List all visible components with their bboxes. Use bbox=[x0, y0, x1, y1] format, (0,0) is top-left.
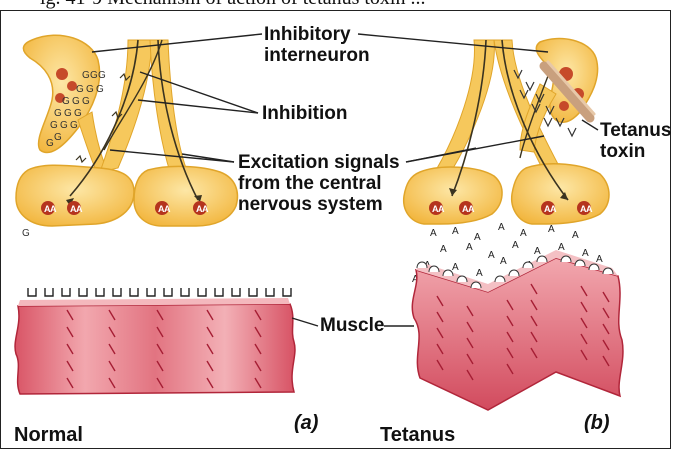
ach-glyph: A bbox=[520, 228, 527, 239]
gaba-glyph: G bbox=[60, 120, 68, 131]
ach-glyph: A bbox=[488, 250, 495, 261]
label-inhibition: Inhibition bbox=[262, 103, 347, 124]
muscle-normal bbox=[15, 288, 295, 394]
panel-a-letter: (a) bbox=[294, 412, 318, 435]
label-inhibitory-interneuron: Inhibitory interneuron bbox=[264, 24, 370, 66]
gaba-glyph: G bbox=[74, 108, 82, 119]
ach-glyph: A bbox=[534, 246, 541, 257]
receptor-cup bbox=[130, 288, 138, 296]
toxin-block-mark bbox=[568, 128, 576, 136]
receptor-bump bbox=[537, 256, 547, 262]
receptor-bump bbox=[603, 268, 613, 274]
label-excitation-signals: Excitation signals from the central nerv… bbox=[238, 152, 400, 215]
ach-glyph: A bbox=[468, 204, 475, 214]
receptor-cup bbox=[79, 288, 87, 296]
ach-glyph: A bbox=[476, 268, 483, 279]
toxin-block-mark bbox=[544, 118, 552, 126]
gaba-glyph: G bbox=[96, 84, 104, 95]
gaba-glyph: G bbox=[82, 70, 90, 81]
receptor-bump bbox=[561, 256, 571, 262]
receptor-bump bbox=[589, 264, 599, 270]
receptor-cup bbox=[232, 288, 240, 296]
receptor-bump bbox=[575, 260, 585, 266]
receptor-bump bbox=[429, 266, 439, 272]
ach-glyph: A bbox=[440, 244, 447, 255]
gaba-glyph: G bbox=[70, 120, 78, 131]
receptor-cup bbox=[113, 288, 121, 296]
receptor-cup bbox=[181, 288, 189, 296]
receptor-cup bbox=[198, 288, 206, 296]
gaba-glyph: G bbox=[62, 96, 70, 107]
receptor-cup bbox=[266, 288, 274, 296]
label-tetanus-toxin: Tetanus toxin bbox=[600, 120, 671, 162]
gaba-glyph: G bbox=[82, 96, 90, 107]
gaba-glyph: G bbox=[22, 228, 30, 239]
muscle-tetanus bbox=[412, 250, 623, 410]
receptor-cup bbox=[164, 288, 172, 296]
receptor-cup bbox=[147, 288, 155, 296]
ach-glyph: A bbox=[586, 204, 593, 214]
receptor-cup bbox=[283, 288, 291, 296]
label-muscle: Muscle bbox=[320, 315, 384, 336]
receptor-cup bbox=[249, 288, 257, 296]
receptor-bump bbox=[457, 276, 467, 282]
ach-glyph: A bbox=[582, 248, 589, 259]
ach-glyph: A bbox=[452, 226, 459, 237]
ach-glyph: A bbox=[438, 204, 445, 214]
receptor-bump bbox=[471, 282, 481, 288]
motor-terminal-right-b bbox=[512, 164, 609, 224]
gaba-glyph: G bbox=[46, 138, 54, 149]
receptor-bump bbox=[417, 262, 427, 268]
gaba-glyph: G bbox=[64, 108, 72, 119]
motor-terminal-left-a bbox=[16, 165, 134, 226]
ach-glyph: A bbox=[164, 204, 171, 214]
receptor-cup bbox=[215, 288, 223, 296]
receptor-bump bbox=[443, 270, 453, 276]
ach-glyph: A bbox=[572, 230, 579, 241]
gaba-glyph: G bbox=[90, 70, 98, 81]
ach-glyph: A bbox=[498, 222, 505, 233]
ach-glyph: A bbox=[430, 228, 437, 239]
gaba-glyph: G bbox=[50, 120, 58, 131]
panel-b-letter: (b) bbox=[584, 412, 610, 435]
ach-glyph: A bbox=[512, 240, 519, 251]
receptor-cup bbox=[62, 288, 70, 296]
receptor-cup bbox=[96, 288, 104, 296]
receptor-bump bbox=[509, 270, 519, 276]
receptor-bump bbox=[523, 262, 533, 268]
panel-a-title: Normal bbox=[14, 424, 83, 447]
ach-glyph: A bbox=[466, 242, 473, 253]
panel-b-neurons bbox=[404, 39, 609, 224]
toxin-block-mark bbox=[526, 82, 534, 90]
receptor-bump bbox=[495, 276, 505, 282]
gaba-glyph: G bbox=[86, 84, 94, 95]
gaba-glyph: G bbox=[76, 84, 84, 95]
panel-b-title: Tetanus bbox=[380, 424, 455, 447]
gaba-glyph: G bbox=[72, 96, 80, 107]
receptor-cup bbox=[45, 288, 53, 296]
ach-glyph: A bbox=[50, 204, 57, 214]
ach-glyph: A bbox=[474, 232, 481, 243]
ach-glyph: A bbox=[452, 262, 459, 273]
gaba-glyph: G bbox=[98, 70, 106, 81]
ach-glyph: A bbox=[548, 224, 555, 235]
ach-glyph: A bbox=[550, 204, 557, 214]
ach-glyph: A bbox=[76, 204, 83, 214]
ach-glyph: A bbox=[500, 256, 507, 267]
gaba-glyph: G bbox=[54, 108, 62, 119]
ach-glyph: A bbox=[202, 204, 209, 214]
gaba-glyph: G bbox=[54, 132, 62, 143]
receptor-cup bbox=[28, 288, 36, 296]
